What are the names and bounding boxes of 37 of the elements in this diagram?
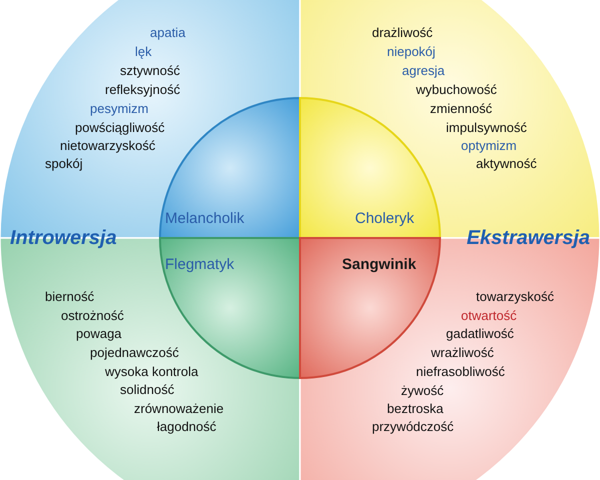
trait-word: optymizm [461, 138, 517, 154]
trait-word: otwartość [461, 308, 517, 324]
trait-word: impulsywność [446, 120, 527, 136]
trait-word: pesymizm [90, 101, 149, 117]
trait-word: nietowarzyskość [60, 138, 156, 154]
trait-word: wybuchowość [416, 82, 497, 98]
trait-word: refleksyjność [105, 82, 180, 98]
trait-word: przywódczość [372, 419, 454, 435]
trait-word: beztroska [387, 401, 444, 417]
trait-word: spokój [45, 156, 83, 172]
trait-word: wrażliwość [431, 345, 494, 361]
trait-word: ostrożność [61, 308, 124, 324]
trait-word: wysoka kontrola [105, 364, 198, 380]
temperament-name: Sangwinik [342, 256, 416, 274]
trait-word: powaga [76, 326, 122, 342]
trait-word: niefrasobliwość [416, 364, 505, 380]
trait-word: niepokój [387, 44, 436, 60]
trait-word: towarzyskość [476, 289, 554, 305]
trait-word: lęk [135, 44, 152, 60]
axis-label: Ekstrawersja [466, 226, 590, 250]
trait-word: gadatliwość [446, 326, 514, 342]
trait-word: apatia [150, 25, 186, 41]
trait-word: powściągliwość [75, 120, 165, 136]
trait-word: drażliwość [372, 25, 433, 41]
trait-word: aktywność [476, 156, 537, 172]
trait-word: zrównoważenie [134, 401, 224, 417]
trait-word: agresja [402, 63, 445, 79]
trait-word: bierność [45, 289, 94, 305]
trait-word: żywość [401, 383, 444, 399]
temperament-name: Melancholik [165, 210, 244, 228]
trait-word: łagodność [157, 419, 216, 435]
trait-word: pojednawczość [90, 345, 179, 361]
temperament-name: Choleryk [355, 210, 414, 228]
temperament-name: Flegmatyk [165, 256, 234, 274]
trait-word: solidność [120, 382, 174, 398]
trait-word: zmienność [430, 101, 492, 117]
trait-word: sztywność [120, 63, 180, 79]
